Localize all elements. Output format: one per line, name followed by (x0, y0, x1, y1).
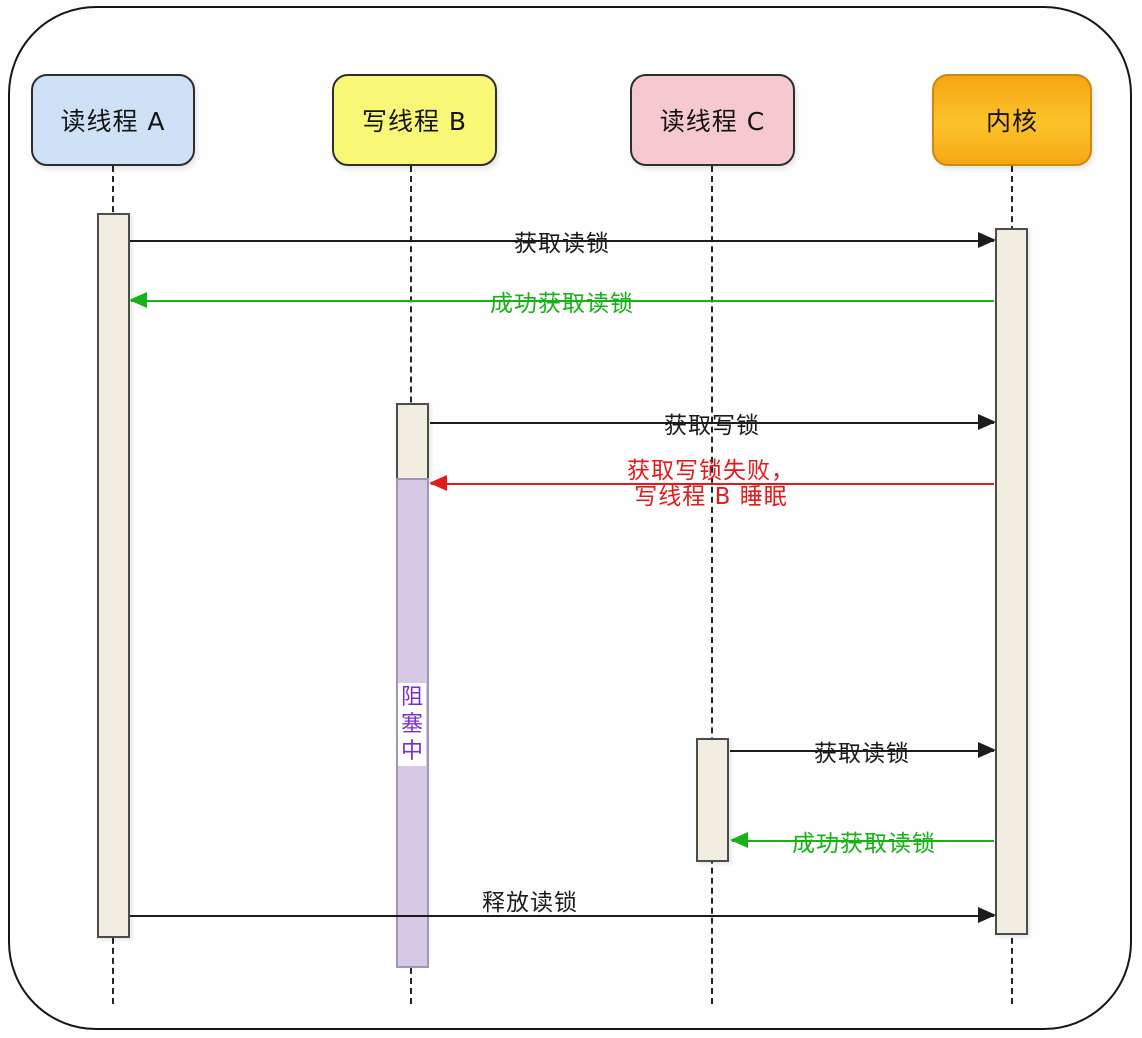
message-label-read-lock-granted-c: 成功获取读锁 (792, 831, 936, 857)
actor-label-reader-a: 读线程 A (60, 107, 166, 136)
actor-label-reader-c: 读线程 C (659, 107, 766, 136)
message-line (130, 240, 994, 242)
message-line (730, 750, 994, 752)
diagram-border (8, 6, 1132, 1030)
message-label-acquire-read-lock-c: 获取读锁 (814, 741, 910, 767)
message-line (431, 483, 994, 485)
blocked-state-label: 阻塞中 (398, 683, 426, 766)
message-label-read-lock-granted-a: 成功获取读锁 (490, 291, 634, 317)
actor-label-writer-b: 写线程 B (361, 107, 468, 136)
arrowhead-left-icon (129, 292, 147, 309)
activation-bar-writer-b (396, 403, 429, 480)
actor-box-writer-b: 写线程 B (332, 74, 497, 166)
message-label-line2: 写线程 B 睡眠 (634, 484, 788, 510)
arrowhead-left-icon (429, 475, 447, 492)
actor-box-reader-c: 读线程 C (630, 74, 795, 166)
lifeline-reader-c (711, 166, 713, 1004)
activation-bar-kernel (995, 228, 1028, 935)
message-line (130, 915, 994, 917)
arrowhead-right-icon (978, 232, 996, 249)
message-label-line1: 获取写锁失败， (627, 458, 795, 484)
message-label-acquire-write-lock-b: 获取写锁 (664, 413, 760, 439)
message-label-acquire-read-lock-a: 获取读锁 (514, 231, 610, 257)
message-line (131, 300, 994, 302)
arrowhead-right-icon (978, 742, 996, 759)
message-label-write-lock-failed-b: 获取写锁失败， 写线程 B 睡眠 (596, 458, 826, 510)
message-label-release-read-lock-a: 释放读锁 (482, 890, 578, 917)
actor-box-reader-a: 读线程 A (31, 74, 195, 166)
actor-box-kernel: 内核 (932, 74, 1092, 166)
actor-label-kernel: 内核 (985, 107, 1038, 136)
activation-bar-reader-a (97, 213, 130, 938)
arrowhead-right-icon (978, 414, 996, 431)
arrowhead-left-icon (730, 832, 748, 849)
arrowhead-right-icon (978, 907, 996, 924)
message-line (430, 422, 994, 424)
message-line (732, 840, 994, 842)
activation-bar-reader-c (696, 738, 729, 862)
